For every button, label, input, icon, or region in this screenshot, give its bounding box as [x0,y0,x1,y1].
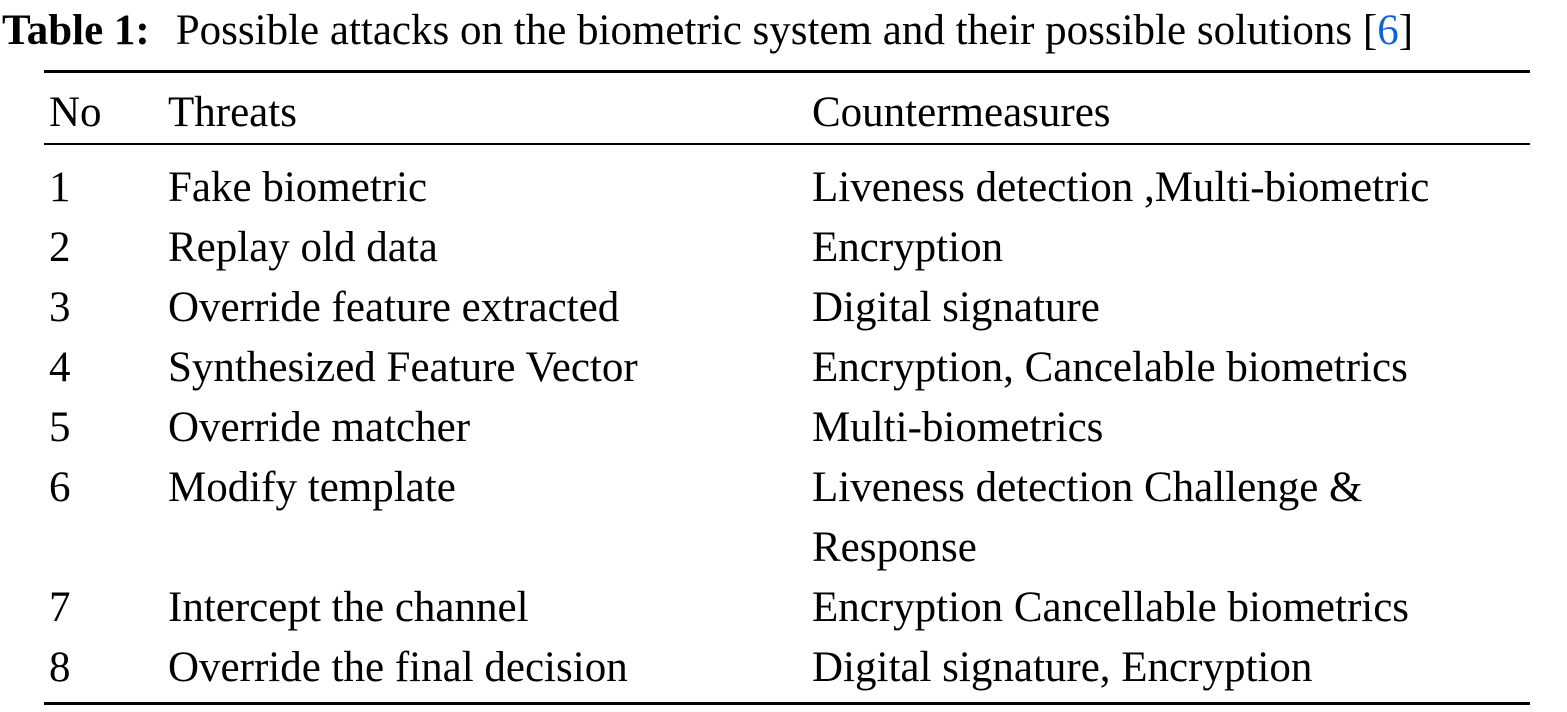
cell-countermeasure: Liveness detection ,Multi-biometric [812,164,1430,211]
cell-no: 7 [49,584,71,631]
citation-bracket-open: [ [1362,7,1378,54]
table-row: 6 Modify template Liveness detection Cha… [44,458,1530,578]
column-header-countermeasures: Countermeasures [812,71,1530,145]
cell-threat: Intercept the channel [168,584,529,631]
table-row: 3 Override feature extracted Digital sig… [44,278,1530,338]
table-header: No Threats Countermeasures [44,71,1530,145]
cell-no: 5 [49,404,71,451]
column-header-threats: Threats [168,71,812,145]
cell-countermeasure: Encryption, Cancelable biometrics [812,344,1408,391]
header-row: No Threats Countermeasures [44,71,1530,145]
cell-countermeasure: Encryption Cancellable biometrics [812,584,1410,631]
table-row: 2 Replay old data Encryption [44,218,1530,278]
cell-no: 3 [49,284,71,331]
citation-bracket-close: ] [1398,7,1414,54]
cell-threat: Replay old data [168,224,438,271]
cell-countermeasure: Digital signature [812,284,1100,331]
cell-no: 8 [49,644,71,691]
cell-countermeasure: Encryption [812,224,1004,271]
cell-threat: Fake biometric [168,164,428,211]
cell-threat: Modify template [168,464,456,511]
cell-threat: Override the final decision [168,644,628,691]
caption-label: Table 1: [2,7,150,54]
cell-countermeasure: Multi-biometrics [812,404,1104,451]
table-row: 1 Fake biometric Liveness detection ,Mul… [44,144,1530,218]
table-row: 5 Override matcher Multi-biometrics [44,398,1530,458]
cell-threat: Override feature extracted [168,284,620,331]
column-header-no: No [44,71,168,145]
table-caption: Table 1: Possible attacks on the biometri… [0,0,1567,60]
cell-threat: Synthesized Feature Vector [168,344,638,391]
cell-threat: Override matcher [168,404,471,451]
table-row: 8 Override the final decision Digital si… [44,638,1530,704]
citation-link[interactable]: 6 [1377,7,1399,54]
table-row: 4 Synthesized Feature Vector Encryption,… [44,338,1530,398]
cell-no: 4 [49,344,71,391]
attacks-table: No Threats Countermeasures 1 Fake biomet… [44,70,1530,705]
cell-no: 6 [49,464,71,511]
cell-countermeasure: Digital signature, Encryption [812,644,1313,691]
caption-text: Possible attacks on the biometric system… [175,7,1353,54]
cell-countermeasure: Liveness detection Challenge & Response [812,464,1363,571]
table-row: 7 Intercept the channel Encryption Cance… [44,578,1530,638]
cell-no: 2 [49,224,71,271]
cell-no: 1 [49,164,71,211]
table-body: 1 Fake biometric Liveness detection ,Mul… [44,144,1530,704]
